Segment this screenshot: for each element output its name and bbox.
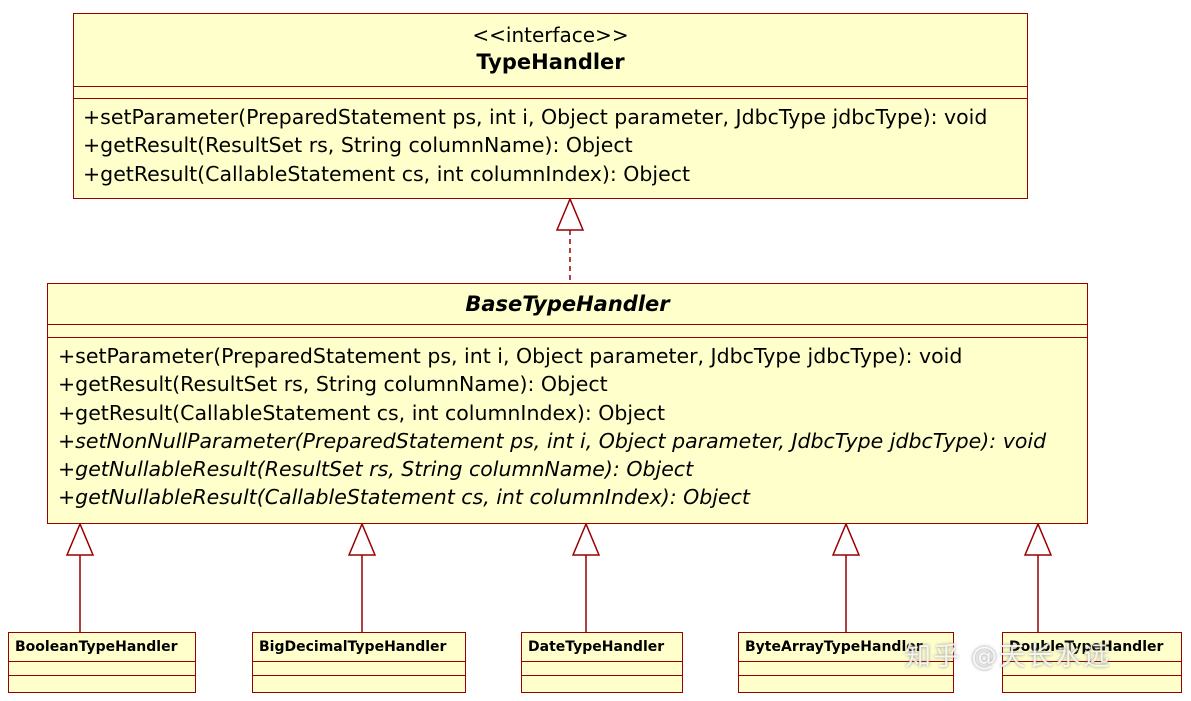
- operations-compartment: [9, 675, 195, 689]
- attributes-compartment: [48, 324, 1087, 337]
- basetypehandler-class-box: BaseTypeHandler +setParameter(PreparedSt…: [47, 283, 1088, 524]
- class-name: BigDecimalTypeHandler: [259, 639, 447, 655]
- stereotype-label: <<interface>>: [472, 23, 629, 47]
- generalization-arrowhead-bigdecimal: [347, 522, 377, 556]
- interface-name: TypeHandler: [476, 50, 625, 74]
- subclass-box-boolean: BooleanTypeHandler: [8, 632, 196, 693]
- operation: +setParameter(PreparedStatement ps, int …: [58, 344, 963, 368]
- attributes-compartment: [9, 661, 195, 675]
- class-name: DateTypeHandler: [528, 639, 665, 655]
- abstract-operation: +getNullableResult(ResultSet rs, String …: [58, 457, 694, 482]
- operations-compartment: [739, 675, 953, 689]
- realization-arrowhead: [555, 197, 585, 231]
- attributes-compartment: [1003, 661, 1181, 675]
- operations-compartment: [522, 675, 682, 689]
- operation: +getResult(ResultSet rs, String columnNa…: [58, 372, 608, 397]
- class-header: BaseTypeHandler: [48, 284, 1087, 324]
- subclass-box-date: DateTypeHandler: [521, 632, 683, 693]
- abstract-operation: +getNullableResult(CallableStatement cs,…: [58, 485, 750, 510]
- subclass-box-bigdecimal: BigDecimalTypeHandler: [252, 632, 466, 693]
- attributes-compartment: [739, 661, 953, 675]
- subclass-box-double: DoubleTypeHandler: [1002, 632, 1182, 693]
- class-name: ByteArrayTypeHandler: [745, 639, 923, 655]
- attributes-compartment: [253, 661, 465, 675]
- class-name: DoubleTypeHandler: [1009, 639, 1164, 655]
- abstract-operation: +setNonNullParameter(PreparedStatement p…: [58, 428, 1047, 453]
- operation: +getResult(ResultSet rs, String columnNa…: [83, 133, 633, 158]
- class-name: BooleanTypeHandler: [15, 639, 178, 655]
- generalization-arrowhead-double: [1023, 522, 1053, 556]
- subclass-box-bytearray: ByteArrayTypeHandler: [738, 632, 954, 693]
- operations-compartment: [1003, 675, 1181, 689]
- operation: +setParameter(PreparedStatement ps, int …: [83, 105, 988, 129]
- operation: +getResult(CallableStatement cs, int col…: [58, 400, 666, 425]
- operations-compartment: +setParameter(PreparedStatement ps, int …: [74, 98, 1027, 188]
- attributes-compartment: [74, 86, 1027, 98]
- operations-compartment: [253, 675, 465, 689]
- class-name: BaseTypeHandler: [465, 292, 670, 316]
- operation: +getResult(CallableStatement cs, int col…: [83, 161, 691, 186]
- operations-compartment: +setParameter(PreparedStatement ps, int …: [48, 337, 1087, 512]
- watermark-text: 知乎 @天长水远: [905, 642, 1112, 672]
- typehandler-interface-box: <<interface>> TypeHandler +setParameter(…: [73, 13, 1028, 199]
- class-header: <<interface>> TypeHandler: [74, 14, 1027, 86]
- generalization-arrowhead-boolean: [65, 522, 95, 556]
- attributes-compartment: [522, 661, 682, 675]
- generalization-arrowhead-bytearray: [831, 522, 861, 556]
- generalization-arrowhead-date: [571, 522, 601, 556]
